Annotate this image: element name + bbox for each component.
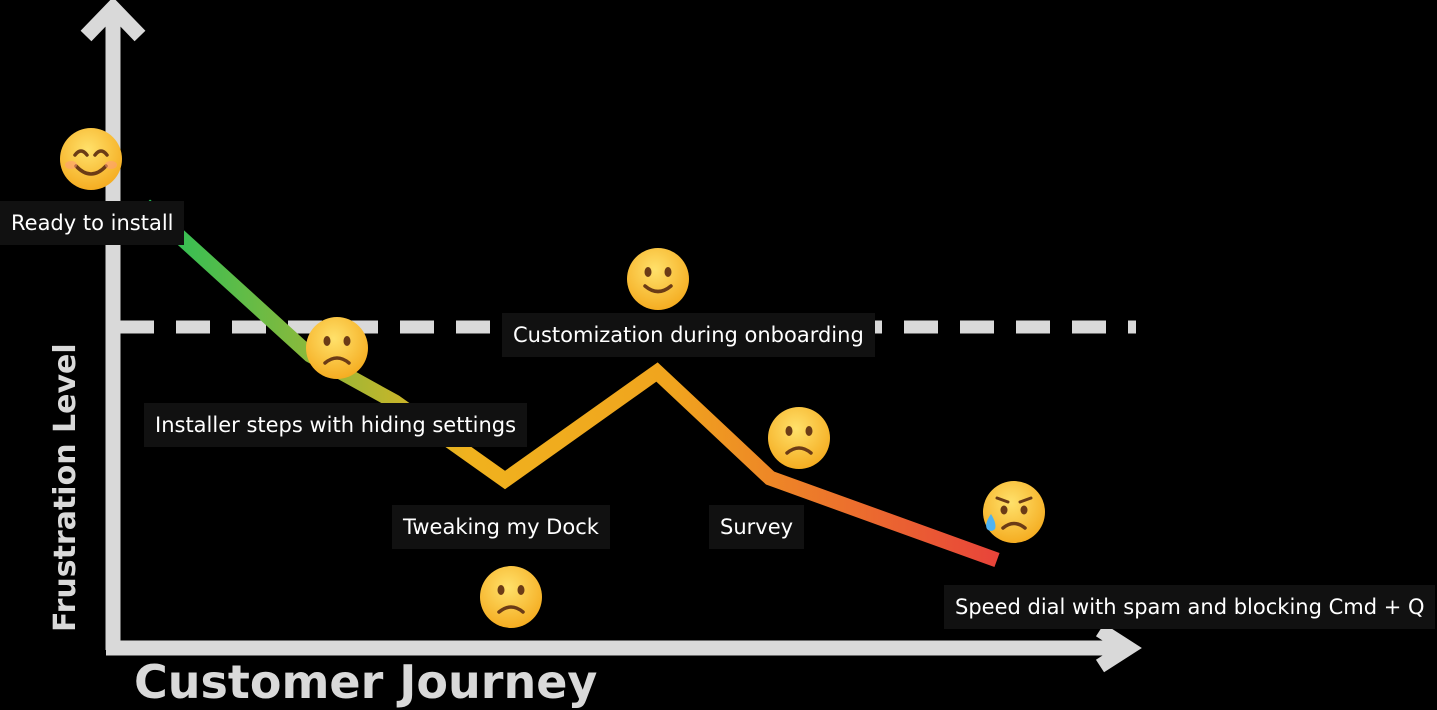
x-axis-title: Customer Journey xyxy=(134,655,598,709)
x-axis-arrowhead xyxy=(1095,623,1142,673)
frowning-emoji-icon xyxy=(306,317,368,379)
step-label-tweaking-dock: Tweaking my Dock xyxy=(392,505,610,549)
slight-smile-emoji-icon xyxy=(627,248,689,310)
smiling-eyes-emoji-icon xyxy=(60,128,122,190)
x-axis xyxy=(106,623,1142,673)
sad-sweat-emoji-icon xyxy=(983,481,1045,543)
frowning-emoji-icon xyxy=(768,407,830,469)
step-label-customization-onboarding: Customization during onboarding xyxy=(502,313,875,357)
step-label-speed-dial: Speed dial with spam and blocking Cmd + … xyxy=(944,585,1435,629)
frowning-emoji-icon xyxy=(480,566,542,628)
step-label-installer-steps: Installer steps with hiding settings xyxy=(144,403,528,447)
step-label-ready-to-install: Ready to install xyxy=(0,201,185,245)
y-axis xyxy=(80,0,146,650)
y-axis-arrowhead xyxy=(80,0,146,42)
step-label-survey: Survey xyxy=(709,505,805,549)
y-axis-title: Frustration Level xyxy=(48,343,83,632)
